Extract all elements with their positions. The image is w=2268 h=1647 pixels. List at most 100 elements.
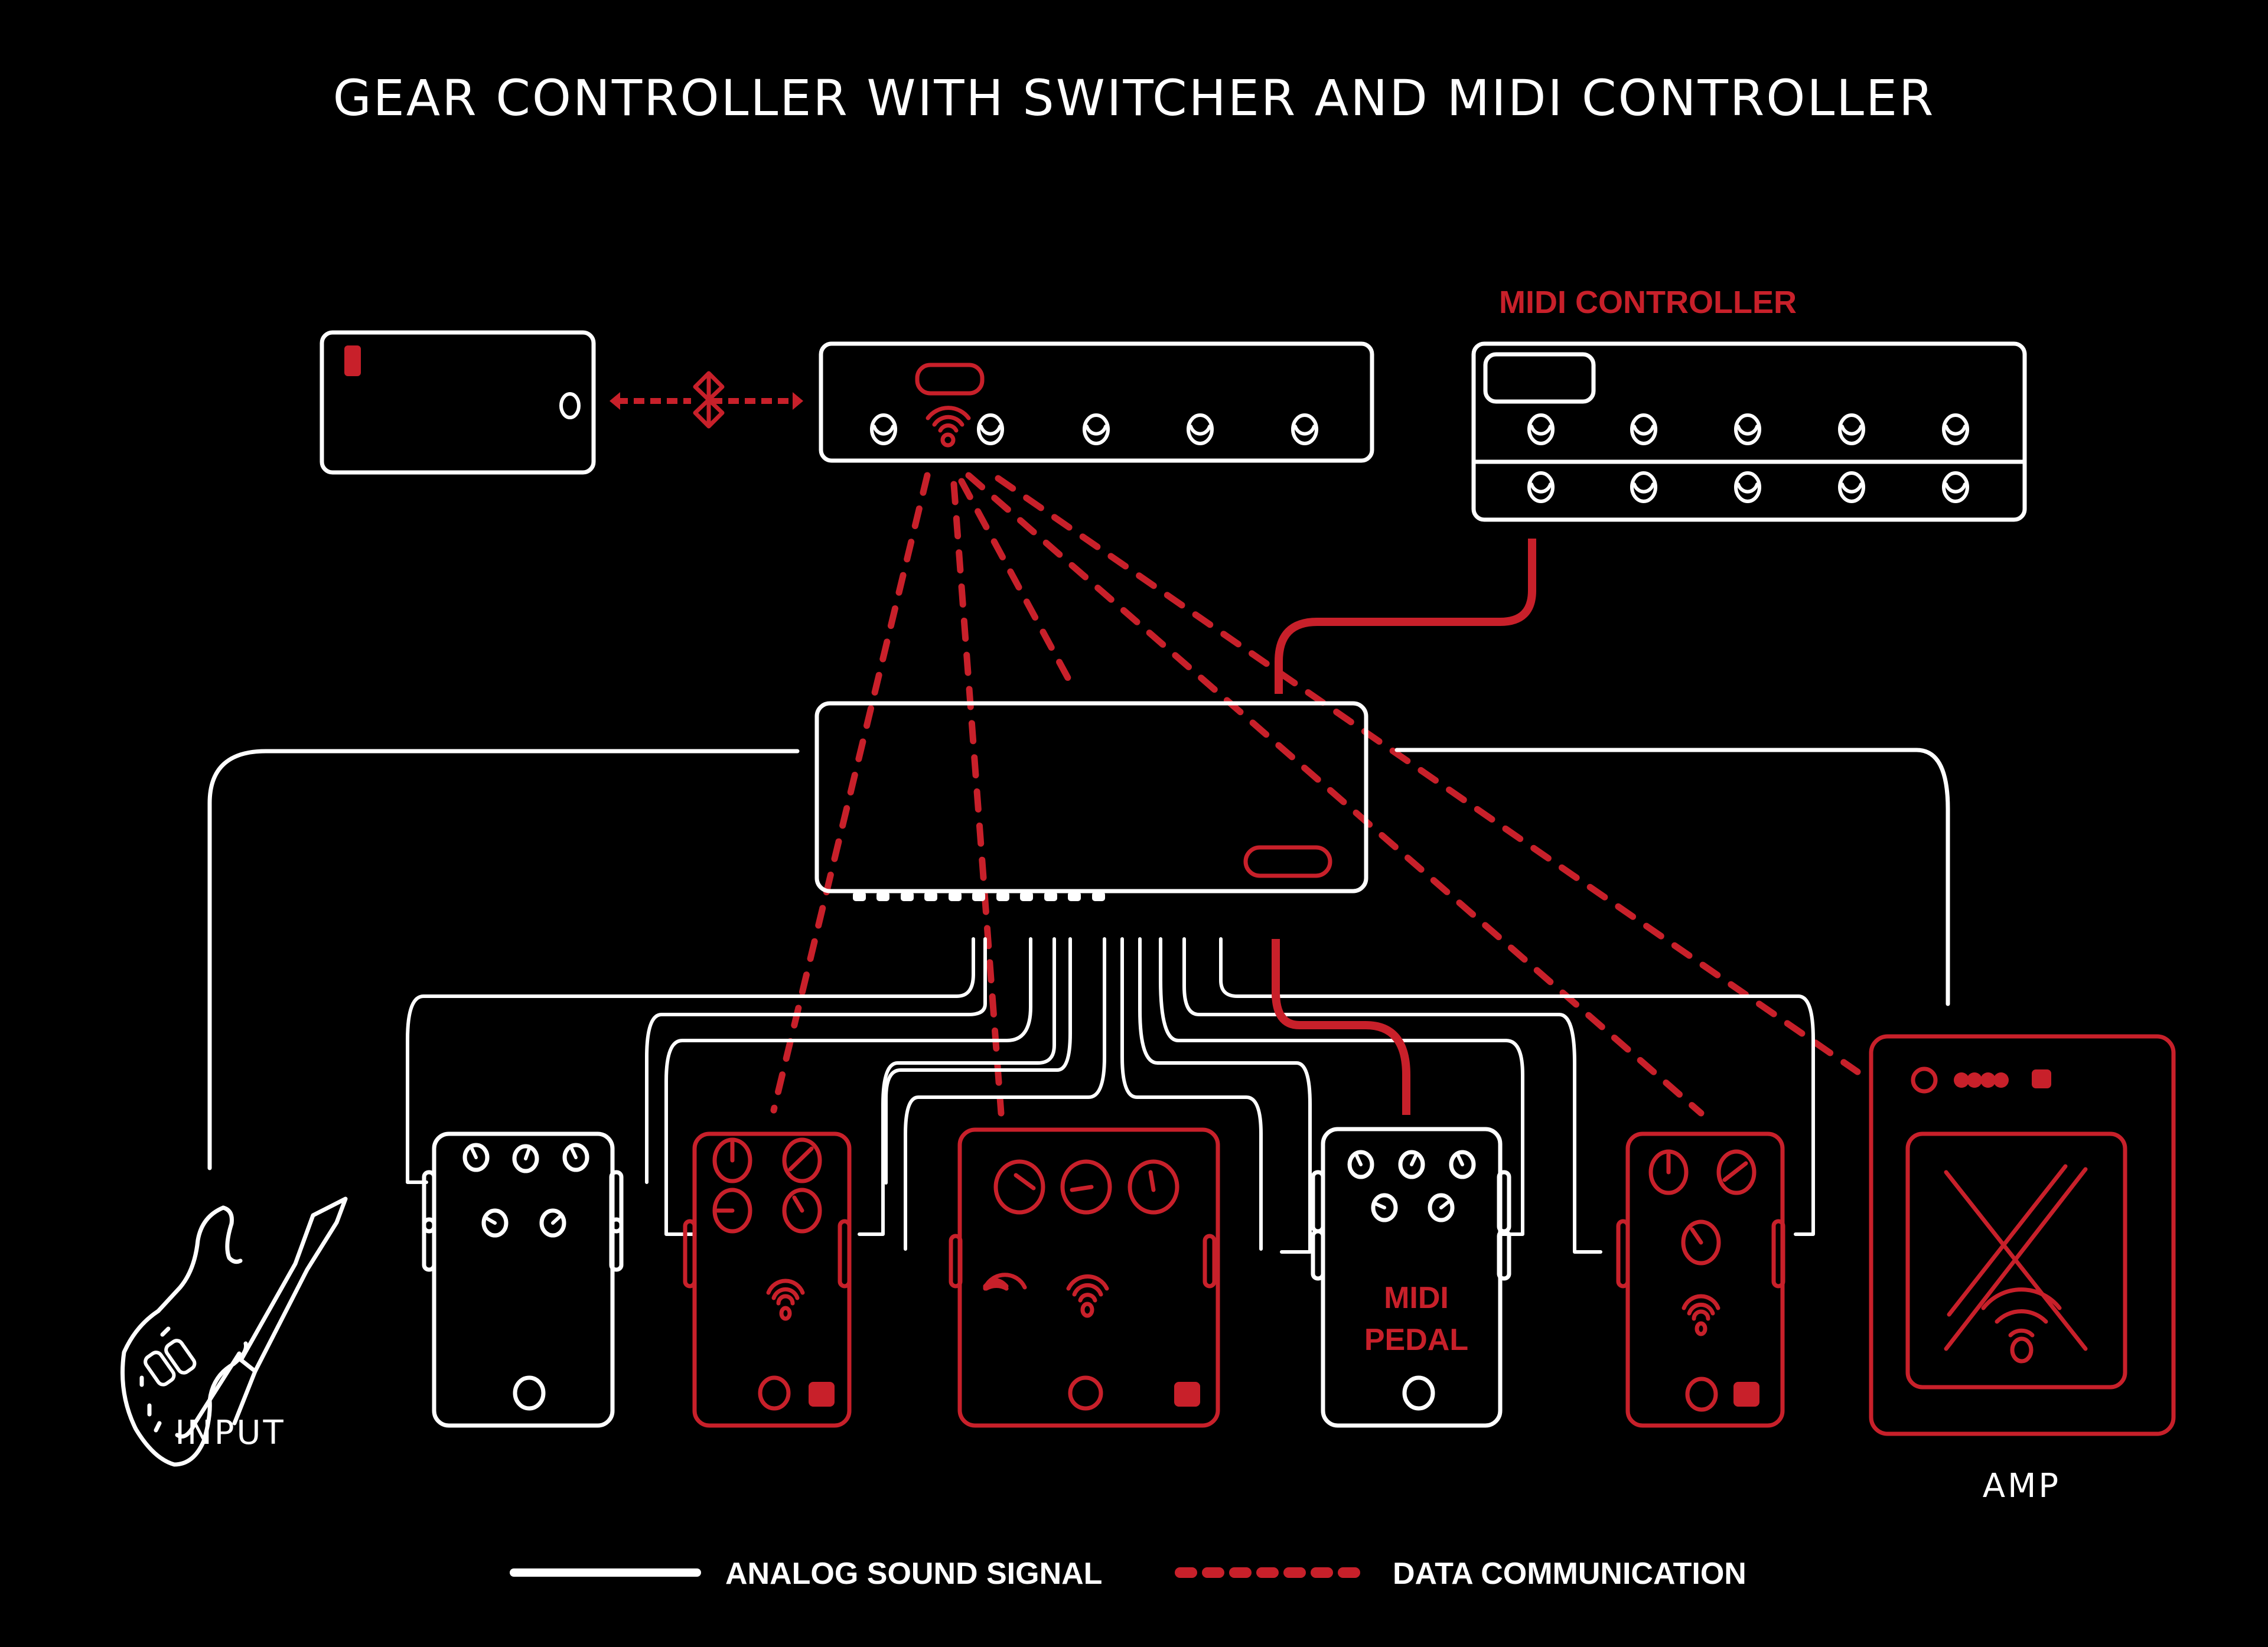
- smart-pedal-3[interactable]: [1616, 1131, 1785, 1428]
- jack: [996, 892, 1009, 901]
- jack: [1020, 892, 1033, 901]
- pedal-footswitch[interactable]: [758, 1375, 791, 1411]
- cable-loop-5-send: [1159, 937, 1524, 1236]
- knob[interactable]: [993, 1159, 1045, 1215]
- knob[interactable]: [712, 1137, 752, 1183]
- cable-loop-3-send: [884, 937, 1072, 1185]
- footswitch[interactable]: [1527, 413, 1555, 445]
- pedal-footswitch[interactable]: [1068, 1375, 1103, 1411]
- footswitch[interactable]: [1187, 413, 1214, 445]
- amp-knob[interactable]: [1954, 1073, 1969, 1087]
- midi-footswitches-bottom: [1527, 471, 1969, 503]
- switcher[interactable]: [814, 701, 1368, 901]
- midi-controller-display: [1483, 352, 1596, 404]
- smart-pedal-1[interactable]: [683, 1131, 852, 1428]
- knob[interactable]: [1347, 1150, 1374, 1179]
- footswitch[interactable]: [1630, 471, 1657, 503]
- amp-knob[interactable]: [1994, 1073, 2008, 1087]
- cable-input-to-switcher: [207, 749, 800, 1170]
- knob[interactable]: [1060, 1159, 1112, 1215]
- knob[interactable]: [1716, 1149, 1757, 1195]
- phone-camera: [344, 345, 361, 376]
- wifi-icon: [1682, 1294, 1720, 1336]
- footswitch[interactable]: [1291, 413, 1318, 445]
- gear-controller-footswitches: [870, 413, 1318, 445]
- footswitch[interactable]: [1083, 413, 1110, 445]
- midi-cable-controller-to-switcher: [1275, 539, 1536, 694]
- pedal-body: [432, 1131, 615, 1428]
- wifi-icon: [1066, 1274, 1109, 1318]
- wifi-icon: [926, 406, 971, 448]
- midi-controller[interactable]: [1471, 341, 2027, 522]
- knob[interactable]: [539, 1208, 566, 1238]
- jack-right: [1203, 1234, 1217, 1289]
- footswitch[interactable]: [1838, 471, 1865, 503]
- footswitch[interactable]: [1527, 471, 1555, 503]
- gear-controller[interactable]: [819, 341, 1374, 463]
- jack: [1044, 892, 1057, 901]
- phone-home-button[interactable]: [559, 392, 581, 419]
- cable-loop-3-return: [904, 937, 1106, 1251]
- amp-knob[interactable]: [1967, 1073, 1982, 1087]
- jack: [901, 892, 914, 901]
- cable-loop-2-return: [858, 937, 1056, 1236]
- midi-pedal-label-line1: MIDI: [1384, 1281, 1449, 1315]
- pedal-footswitch[interactable]: [1402, 1375, 1435, 1411]
- data-line-amp: [995, 475, 1861, 1075]
- cable-loop-1-return: [645, 937, 987, 1184]
- jack: [949, 892, 962, 901]
- data-line-switcher: [958, 478, 1078, 694]
- bluetooth-link: [610, 371, 803, 429]
- pedal-body: [692, 1131, 852, 1428]
- knob[interactable]: [1428, 1193, 1455, 1222]
- knob[interactable]: [481, 1208, 509, 1238]
- knob[interactable]: [1648, 1149, 1689, 1195]
- knob[interactable]: [782, 1137, 822, 1183]
- knob[interactable]: [1398, 1150, 1425, 1179]
- footswitch[interactable]: [1942, 471, 1969, 503]
- knob[interactable]: [512, 1144, 539, 1173]
- bluetooth-icon: [693, 371, 725, 429]
- knob[interactable]: [1371, 1193, 1398, 1222]
- footswitch[interactable]: [1734, 413, 1761, 445]
- jack: [1092, 892, 1105, 901]
- amp-grille-cross: [1944, 1167, 2088, 1351]
- pedal-footswitch[interactable]: [513, 1375, 546, 1411]
- smart-pedal-2[interactable]: [949, 1127, 1220, 1428]
- amp[interactable]: [1869, 1034, 2176, 1436]
- wifi-icon: [1981, 1287, 2062, 1364]
- knob[interactable]: [562, 1143, 589, 1172]
- amp-power-led: [2032, 1069, 2051, 1088]
- amp-input-jack: [1911, 1067, 1938, 1094]
- phone[interactable]: [320, 330, 596, 475]
- data-lines: [770, 472, 1861, 1117]
- knob[interactable]: [712, 1188, 752, 1234]
- knob[interactable]: [782, 1188, 822, 1234]
- pedal-body: [957, 1127, 1220, 1428]
- midi-pedal[interactable]: MIDI PEDAL: [1311, 1127, 1511, 1428]
- pedal-footswitch[interactable]: [1685, 1377, 1718, 1412]
- knob[interactable]: [1128, 1159, 1179, 1215]
- cable-loop-1-send: [406, 937, 975, 1184]
- gear-controller-body: [819, 341, 1374, 463]
- knob[interactable]: [1449, 1150, 1476, 1179]
- amp-knob[interactable]: [1981, 1073, 1995, 1087]
- knob[interactable]: [1681, 1219, 1721, 1266]
- legend-analog-label: ANALOG SOUND SIGNAL: [725, 1557, 1102, 1591]
- footswitch[interactable]: [1734, 471, 1761, 503]
- data-line-smart-pedal-2: [950, 481, 1005, 1117]
- analog-pedal-1[interactable]: [422, 1131, 624, 1428]
- footswitch[interactable]: [1630, 413, 1657, 445]
- knob[interactable]: [462, 1143, 490, 1172]
- midi-controller-label: MIDI CONTROLLER: [1499, 285, 1797, 320]
- footswitch[interactable]: [977, 413, 1004, 445]
- footswitch[interactable]: [870, 413, 897, 445]
- footswitch[interactable]: [1838, 413, 1865, 445]
- legend: ANALOG SOUND SIGNAL DATA COMMUNICATION: [510, 1557, 1746, 1591]
- footswitch[interactable]: [1942, 413, 1969, 445]
- cable-switcher-to-amp: [1394, 748, 1950, 1006]
- cable-loop-2-send: [664, 937, 1032, 1236]
- jack: [972, 892, 985, 901]
- guitar-icon: [120, 1196, 348, 1467]
